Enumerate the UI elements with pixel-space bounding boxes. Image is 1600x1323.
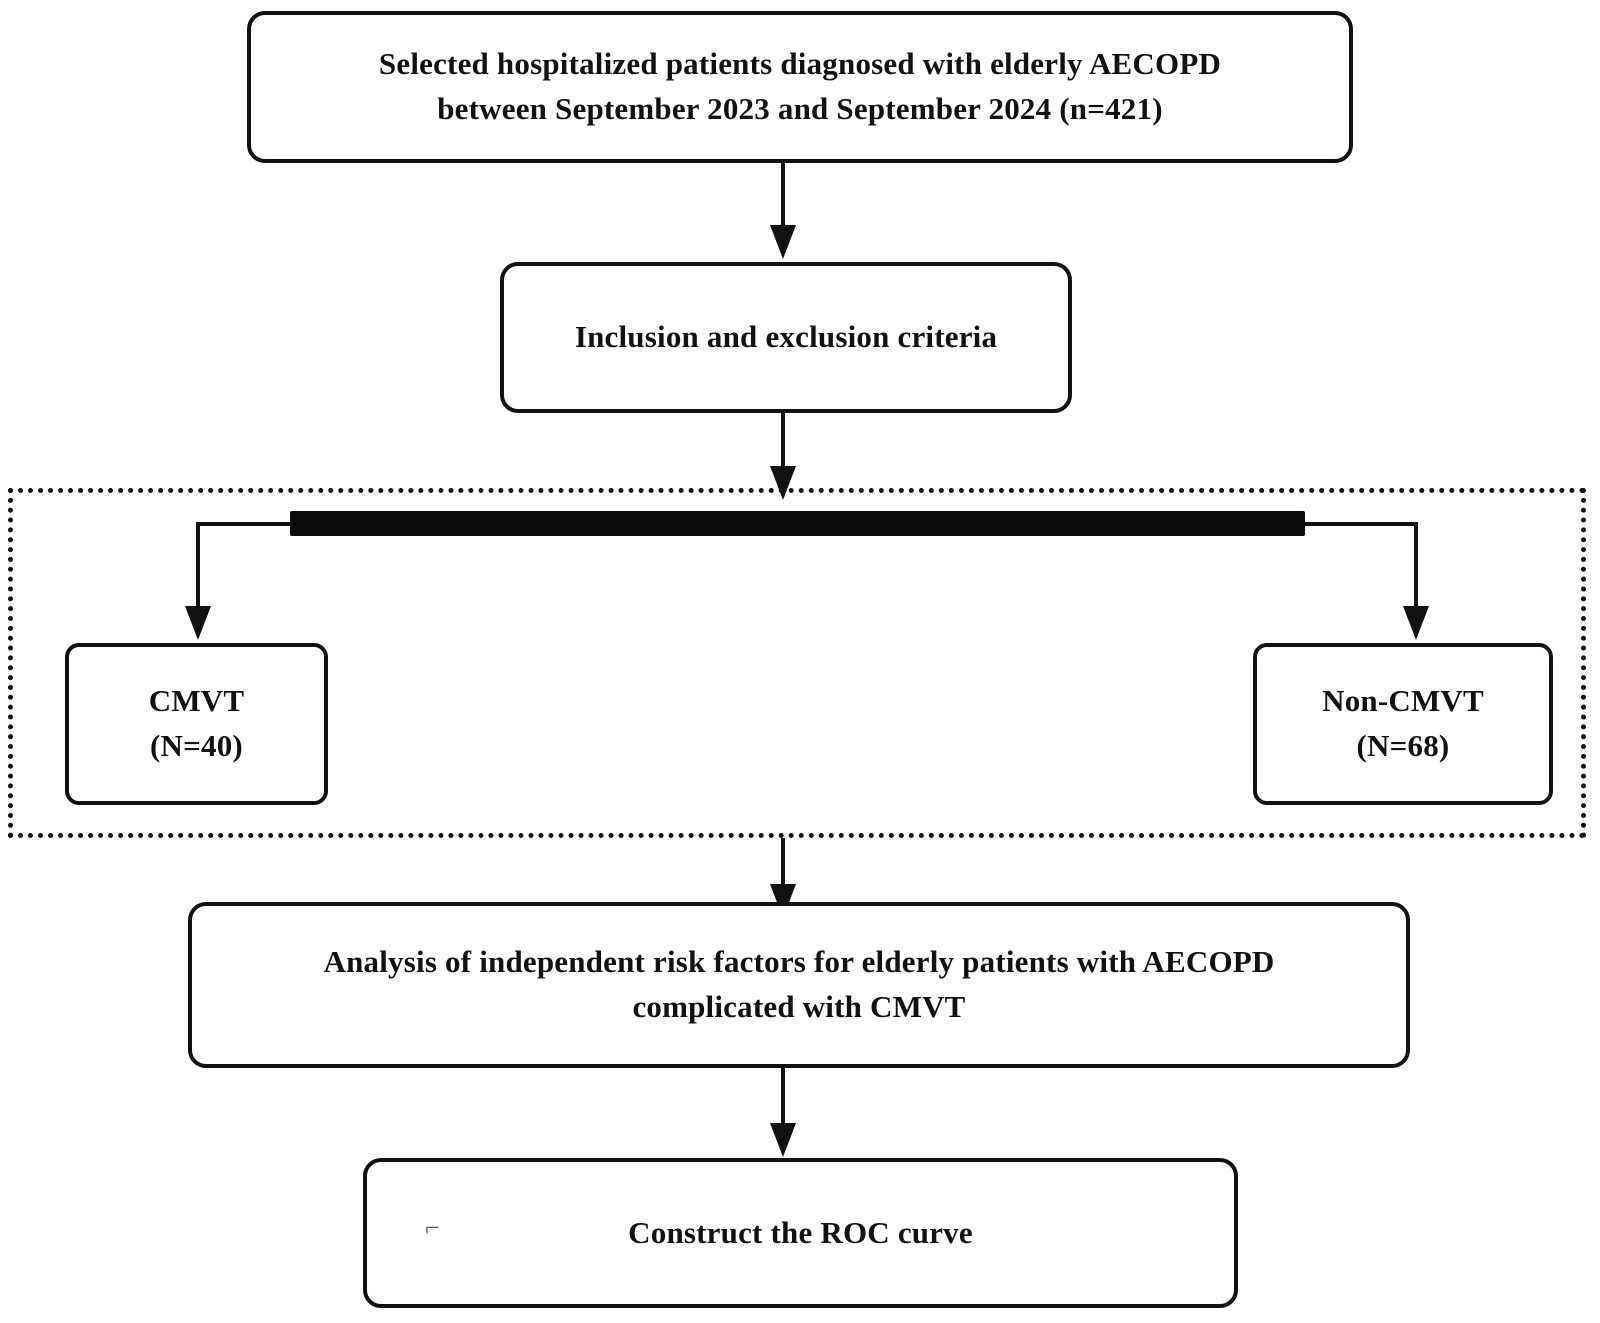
node-analysis-label: Analysis of independent risk factors for… xyxy=(323,944,1275,1024)
node-cmvt-label: CMVT (N=40) xyxy=(148,683,245,763)
grouping-region-dotted-border xyxy=(8,488,1586,838)
node-non-cmvt: Non-CMVT (N=68) xyxy=(1253,643,1553,805)
node-cmvt: CMVT (N=40) xyxy=(65,643,328,805)
connector-split-to-non-cmvt-arrowhead xyxy=(1403,606,1429,640)
connector-split-to-non-cmvt-line xyxy=(1414,522,1418,610)
connector-criteria-to-group-line xyxy=(781,413,785,473)
node-roc: Construct the ROC curve xyxy=(363,1158,1238,1308)
node-analysis: Analysis of independent risk factors for… xyxy=(188,902,1410,1068)
connector-analysis-to-roc-line xyxy=(781,1068,785,1126)
node-cohort: Selected hospitalized patients diagnosed… xyxy=(247,11,1353,163)
node-non-cmvt-label: Non-CMVT (N=68) xyxy=(1322,683,1484,763)
node-criteria: Inclusion and exclusion criteria xyxy=(500,262,1072,413)
node-cohort-label: Selected hospitalized patients diagnosed… xyxy=(378,46,1222,126)
connector-criteria-to-group-arrowhead xyxy=(770,466,796,500)
connector-cohort-to-criteria-arrowhead xyxy=(770,225,796,259)
connector-cohort-to-criteria-line xyxy=(781,163,785,229)
stray-mark-artifact: ⌐ xyxy=(425,1213,440,1242)
connector-split-thick-bar xyxy=(290,511,1305,536)
connector-group-to-analysis-line xyxy=(781,838,785,888)
connector-analysis-to-roc-arrowhead xyxy=(770,1123,796,1157)
connector-split-to-cmvt-arrowhead xyxy=(185,606,211,640)
node-roc-label: Construct the ROC curve xyxy=(628,1214,973,1250)
node-criteria-label: Inclusion and exclusion criteria xyxy=(574,319,998,355)
connector-split-to-cmvt-line xyxy=(196,522,200,610)
